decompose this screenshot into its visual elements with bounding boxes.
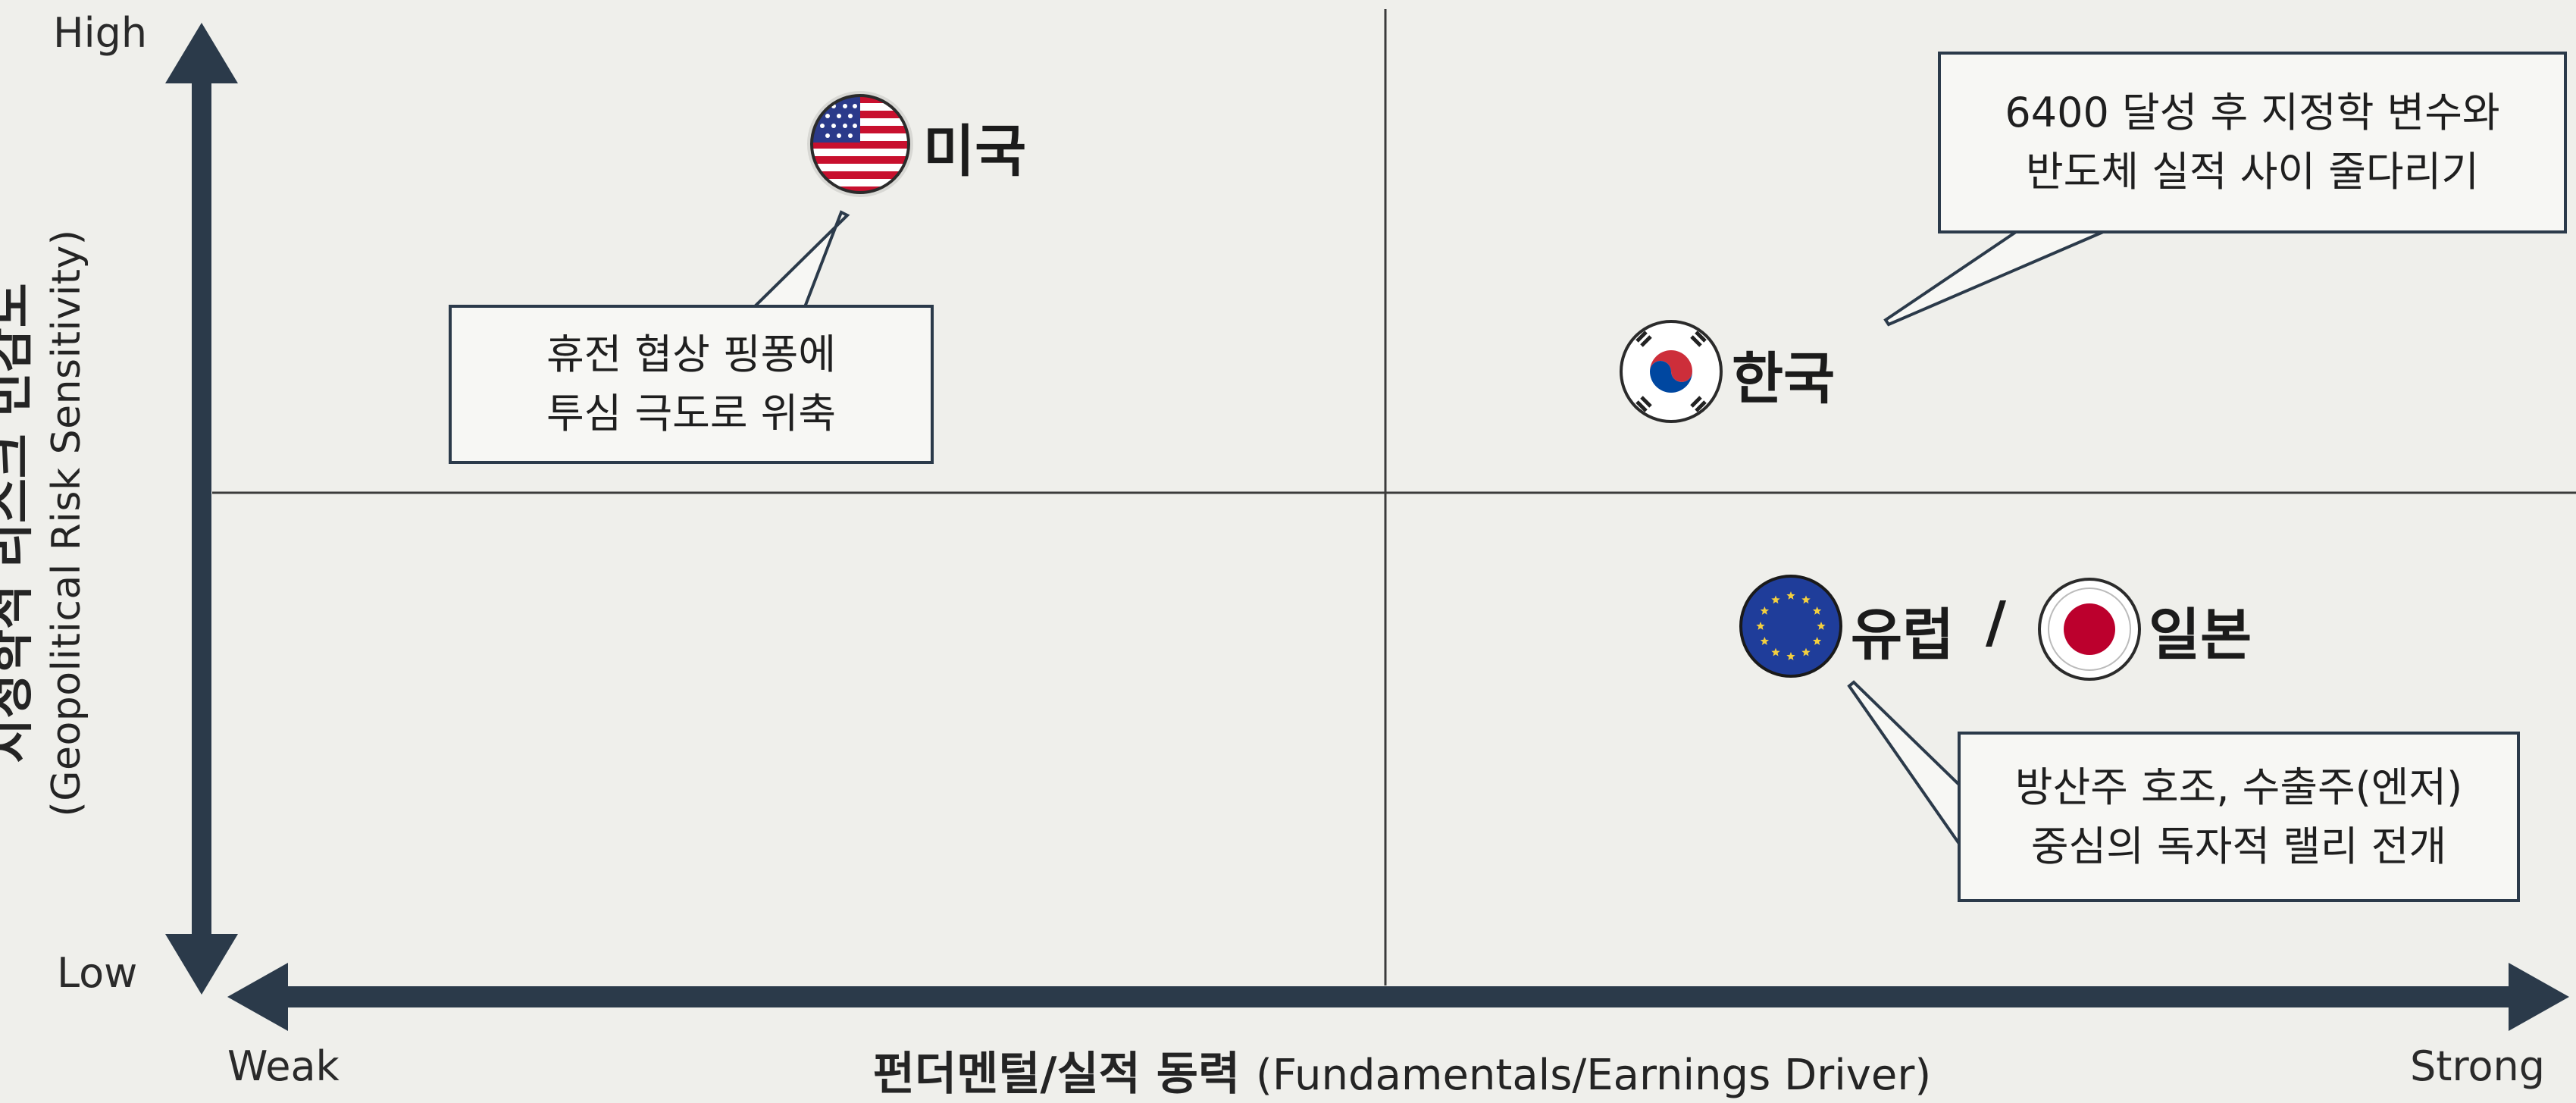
europe-japan-callout-line2: 중심의 독자적 랠리 전개 (2030, 822, 2447, 870)
eu-star-icon (1817, 622, 1826, 630)
us-callout: 휴전 협상 핑퐁에 투심 극도로 위축 (449, 305, 934, 464)
eu-star-icon (1771, 647, 1780, 656)
korea-flag-icon (1620, 320, 1723, 423)
korea-callout-pointer (1883, 230, 2104, 327)
eu-star-icon (1801, 647, 1811, 656)
x-axis-title-korean: 펀더멘털/실적 동력 (872, 1048, 1241, 1101)
y-axis-low-label: Low (57, 949, 138, 997)
europe-japan-callout-line1: 방산주 호조, 수출주(엔저) (2014, 763, 2463, 811)
europe-japan-callout: 방산주 호조, 수출주(엔저) 중심의 독자적 랠리 전개 (1958, 732, 2520, 902)
eu-star-icon (1756, 622, 1765, 630)
x-axis-title-english: (Fundamentals/Earnings Driver) (1256, 1051, 1932, 1100)
europe-japan-separator: / (1986, 590, 2007, 655)
japan-label: 일본 (2149, 603, 2252, 668)
eu-star-icon (1786, 591, 1795, 600)
korea-callout-line2: 반도체 실적 사이 줄다리기 (2026, 148, 2479, 196)
us-flag-icon (807, 91, 913, 197)
eu-star-icon (1786, 652, 1795, 660)
eu-star-icon (1760, 606, 1770, 615)
eu-star-icon (1760, 637, 1770, 645)
y-axis-title: 지정학적 리스크 민감도 (Geopolitical Risk Sensitiv… (0, 30, 134, 1016)
eu-star-icon (1812, 606, 1822, 615)
eu-star-icon (1812, 637, 1822, 645)
europe-callout-pointer (1847, 680, 1964, 854)
japan-flag-icon (2038, 578, 2141, 681)
us-callout-line2: 투심 극도로 위축 (546, 390, 837, 437)
y-axis-arrow (165, 23, 238, 995)
korea-callout-line1: 6400 달성 후 지정학 변수와 (2005, 89, 2500, 136)
x-axis-strong-label: Strong (2410, 1042, 2546, 1090)
eu-star-icon (1771, 595, 1780, 604)
eu-star-icon (1801, 595, 1811, 604)
korea-callout: 6400 달성 후 지정학 변수와 반도체 실적 사이 줄다리기 (1938, 52, 2567, 233)
korea-label: 한국 (1732, 346, 1836, 412)
us-callout-line1: 휴전 협상 핑퐁에 (546, 331, 837, 378)
x-axis-arrow (227, 963, 2569, 1031)
europe-label: 유럽 (1851, 603, 1955, 668)
y-axis-title-english: (Geopolitical Risk Sensitivity) (44, 229, 89, 817)
eu-flag-icon (1739, 575, 1842, 678)
y-axis-high-label: High (53, 9, 148, 57)
us-callout-pointer (747, 210, 850, 312)
y-axis-title-korean: 지정학적 리스크 민감도 (0, 283, 39, 763)
x-axis-title: 펀더멘털/실적 동력 (Fundamentals/Earnings Driver… (493, 1037, 2312, 1103)
x-axis-weak-label: Weak (227, 1042, 340, 1090)
us-label: 미국 (923, 119, 1027, 184)
